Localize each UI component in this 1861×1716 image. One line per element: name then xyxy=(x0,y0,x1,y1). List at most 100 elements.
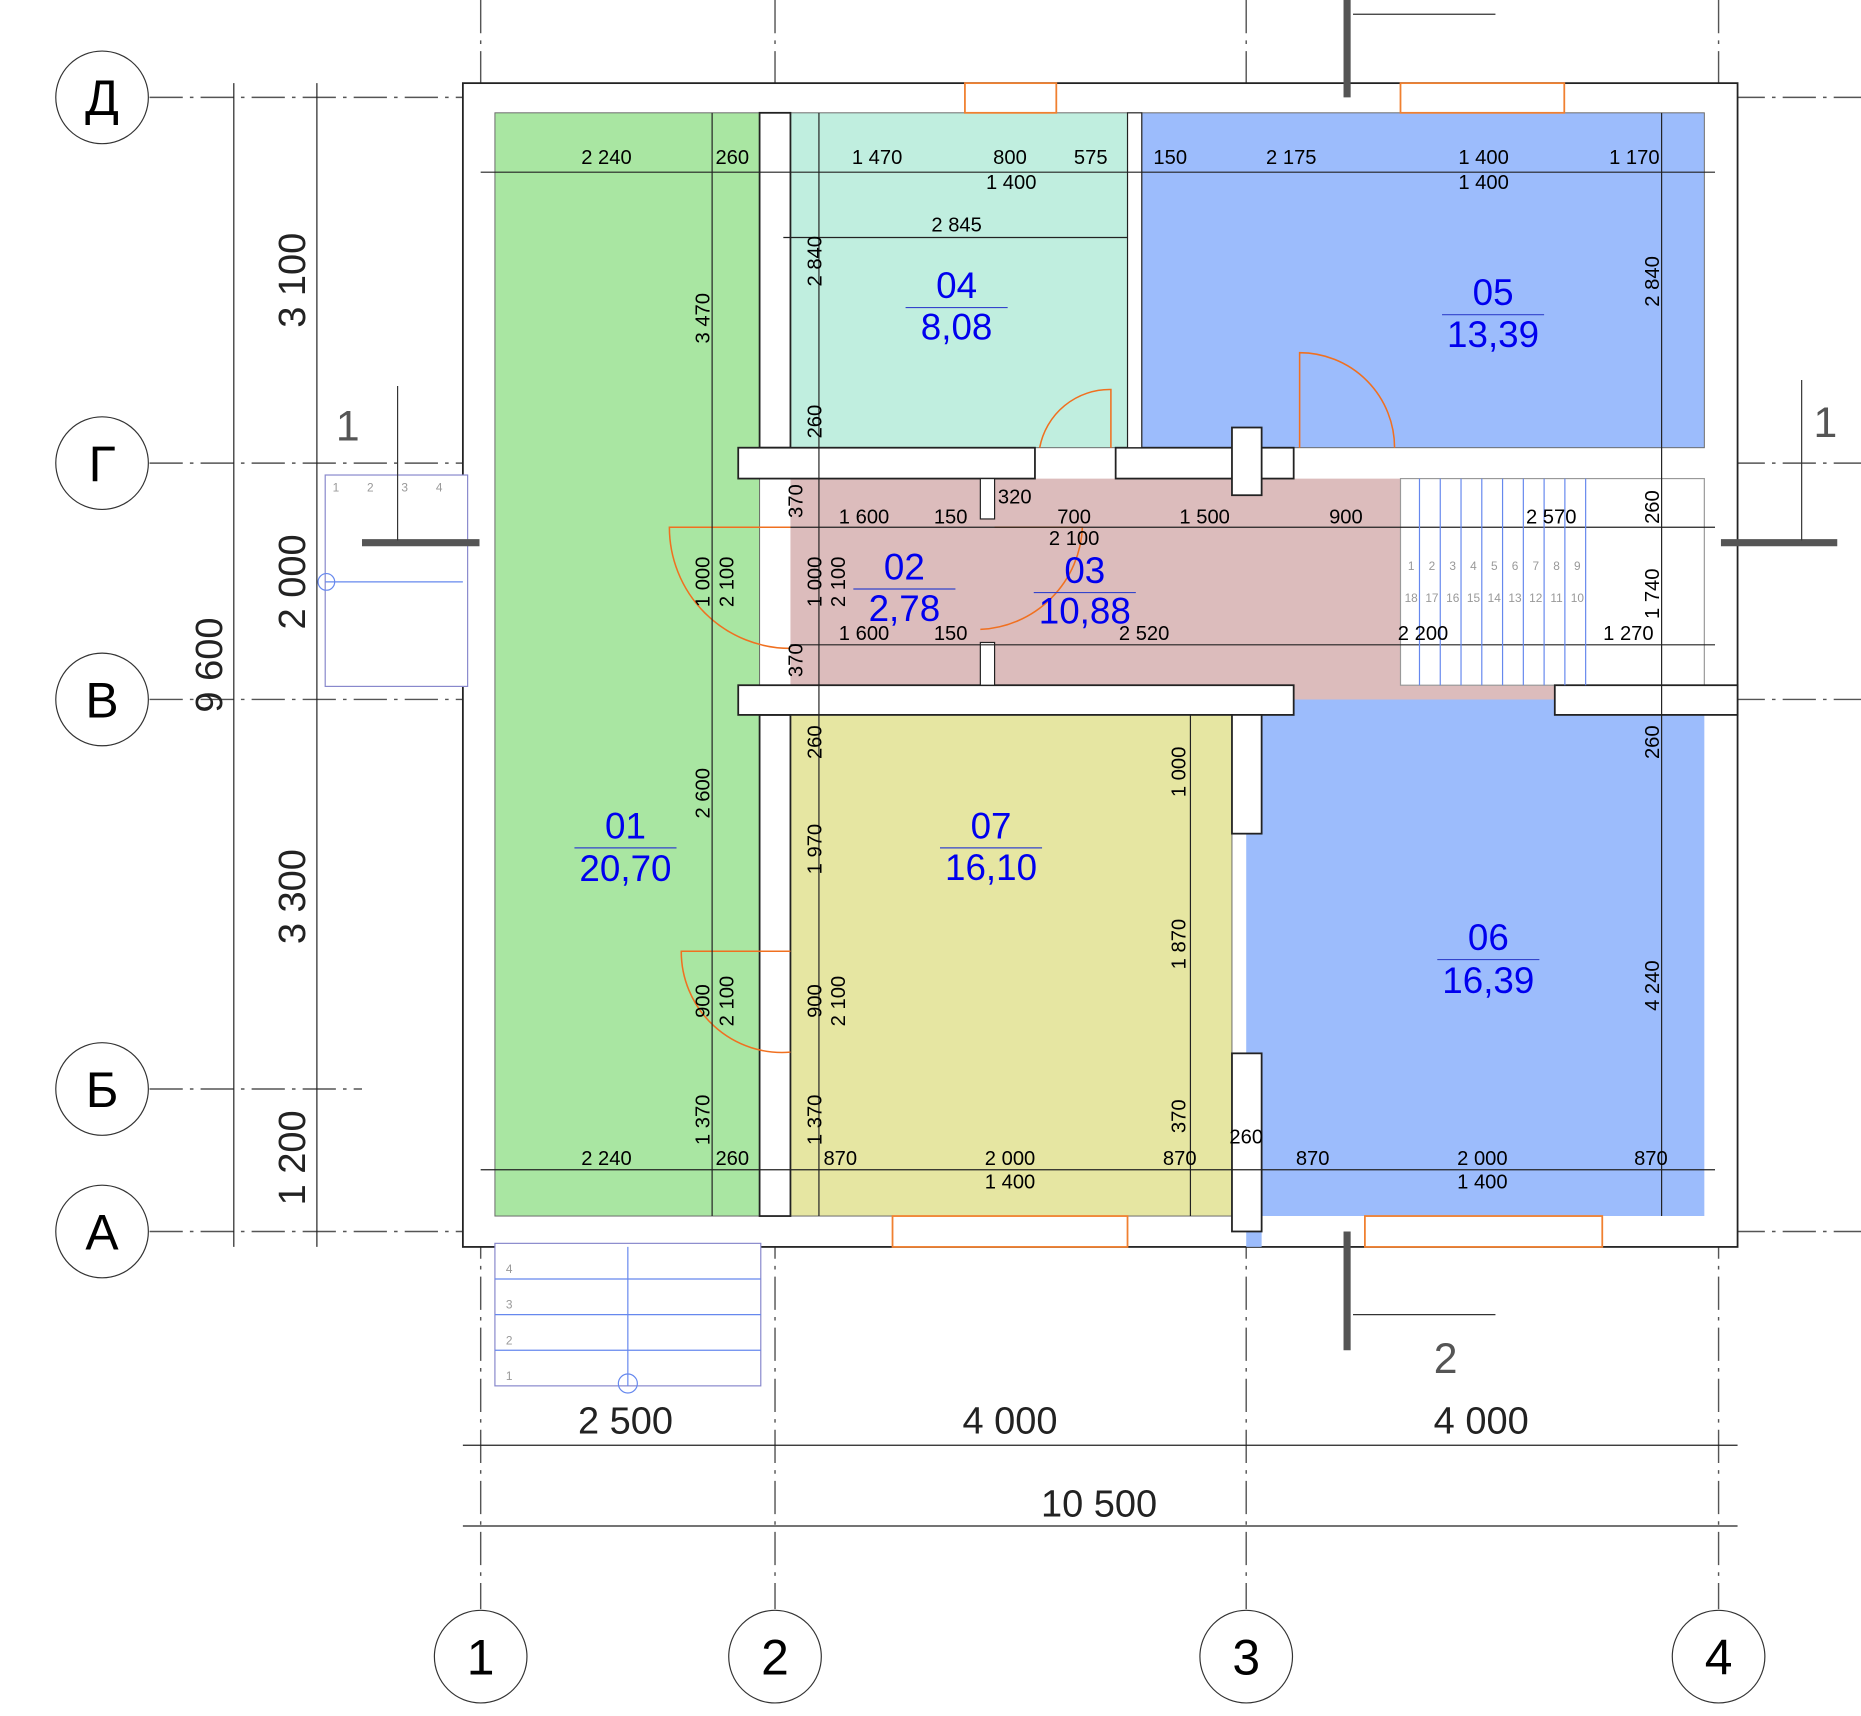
stair-number: 1 xyxy=(1408,559,1415,573)
dimension-label: 2 240 xyxy=(581,147,631,169)
stair-number: 4 xyxy=(1470,559,1477,573)
dimension-label: 150 xyxy=(1153,147,1187,169)
dim-total-width: 10 500 xyxy=(1041,1483,1157,1525)
dimension-label: 1 500 xyxy=(1179,507,1229,529)
dimension-label: 2 100 xyxy=(716,976,738,1026)
doors xyxy=(668,351,1396,1054)
stair-number: 16 xyxy=(1446,591,1460,605)
dimension-label: 1 400 xyxy=(985,1172,1035,1194)
dimension-label: 2 100 xyxy=(716,557,738,607)
room-05-fill xyxy=(1141,112,1705,449)
dimension-label: 260 xyxy=(1229,1127,1263,1149)
dimension-label: 2 100 xyxy=(828,557,850,607)
dimension-label: 2 100 xyxy=(828,976,850,1026)
dimension-label: 2 240 xyxy=(581,1148,631,1170)
stair-number: 5 xyxy=(1491,559,1498,573)
room-area: 2,78 xyxy=(869,588,941,629)
dimension-label: 700 xyxy=(1057,507,1091,529)
stair-number: 3 xyxy=(1449,559,1456,573)
dimension-label: 575 xyxy=(1074,147,1108,169)
section-mark-left: 1 xyxy=(336,403,360,451)
stair-number: 15 xyxy=(1467,591,1481,605)
stair-number: 4 xyxy=(506,1262,513,1276)
dimension-label: 150 xyxy=(934,507,968,529)
dimension-label: 2 000 xyxy=(1457,1148,1507,1170)
dimension-label: 2 520 xyxy=(1119,623,1169,645)
dimension-label: 800 xyxy=(993,147,1027,169)
column-axis-markers: 1 2 3 4 xyxy=(433,1609,1766,1704)
room-01-fill xyxy=(494,112,761,1217)
dimension-label: 1 600 xyxy=(839,623,889,645)
dimension-label: 900 xyxy=(804,984,826,1018)
stair-area xyxy=(1399,477,1705,686)
dimension-label: 2 200 xyxy=(1398,623,1448,645)
stair-number: 14 xyxy=(1488,591,1502,605)
dimension-label: 2 175 xyxy=(1266,147,1316,169)
dimension-label: 260 xyxy=(1642,725,1664,759)
axis-label-3: 3 xyxy=(1232,1629,1260,1685)
dimension-lines xyxy=(233,83,1738,1527)
dimension-label: 150 xyxy=(934,623,968,645)
dimension-label: 870 xyxy=(1634,1148,1668,1170)
axis-label-4: 4 xyxy=(1705,1629,1733,1685)
hatched-partition xyxy=(1126,112,1143,449)
dimension-label: 260 xyxy=(804,405,826,439)
dimension-label: 1 400 xyxy=(986,172,1036,194)
room-number: 06 xyxy=(1468,917,1509,958)
dimension-label: 1 970 xyxy=(804,824,826,874)
dimension-label: 260 xyxy=(804,725,826,759)
room-number: 04 xyxy=(936,265,977,306)
stair-number: 4 xyxy=(436,481,443,495)
dimension-label: 900 xyxy=(693,984,715,1018)
room-area: 10,88 xyxy=(1039,590,1131,631)
dimension-label: 2 600 xyxy=(693,768,715,818)
dimension-label: 2 000 xyxy=(985,1148,1035,1170)
room-number: 07 xyxy=(971,805,1012,846)
interior-walls xyxy=(737,111,1739,1233)
dimension-label: 1 270 xyxy=(1603,623,1653,645)
room-area: 13,39 xyxy=(1447,314,1539,355)
dim-row-B-A: 1 200 xyxy=(272,1110,314,1205)
dimension-label: 1 370 xyxy=(804,1095,826,1145)
axis-label-G: Г xyxy=(89,436,116,492)
room-labels: 0120,70022,780310,88048,080513,390616,39… xyxy=(574,265,1545,1001)
stair-number: 7 xyxy=(1532,559,1539,573)
dimension-label: 370 xyxy=(785,643,807,677)
dimension-label: 2 845 xyxy=(931,215,981,237)
stair-number: 1 xyxy=(333,481,340,495)
axis-label-D: Д xyxy=(85,70,119,126)
dimension-label: 900 xyxy=(1329,507,1363,529)
dimension-label: 1 740 xyxy=(1642,569,1664,619)
axis-label-1: 1 xyxy=(467,1629,495,1685)
dimension-label: 260 xyxy=(715,1148,749,1170)
dimension-label: 1 170 xyxy=(1609,147,1659,169)
windows xyxy=(891,82,1604,1248)
room-area: 8,08 xyxy=(921,307,993,348)
room-number: 02 xyxy=(884,547,925,588)
dimension-label: 2 840 xyxy=(1642,256,1664,306)
dimension-label: 870 xyxy=(1296,1148,1330,1170)
dimension-label: 260 xyxy=(1642,490,1664,524)
stair-number: 1 xyxy=(506,1369,513,1383)
room-07-fill xyxy=(789,714,1233,1217)
stair-number: 9 xyxy=(1574,559,1581,573)
room-number: 03 xyxy=(1064,550,1105,591)
dimension-label: 320 xyxy=(998,487,1032,509)
dimension-label: 3 470 xyxy=(693,293,715,343)
stair-number: 10 xyxy=(1571,591,1585,605)
dimension-label: 1 600 xyxy=(839,507,889,529)
stair-number: 12 xyxy=(1529,591,1542,605)
dimension-label: 370 xyxy=(785,484,807,518)
room-area: 16,10 xyxy=(945,847,1037,888)
dimension-label: 4 240 xyxy=(1642,960,1664,1010)
stair-number: 3 xyxy=(401,481,408,495)
dimension-label: 870 xyxy=(1163,1148,1197,1170)
room-number: 05 xyxy=(1473,272,1514,313)
dimension-label: 1 000 xyxy=(1169,747,1191,797)
stair-number: 18 xyxy=(1405,591,1419,605)
